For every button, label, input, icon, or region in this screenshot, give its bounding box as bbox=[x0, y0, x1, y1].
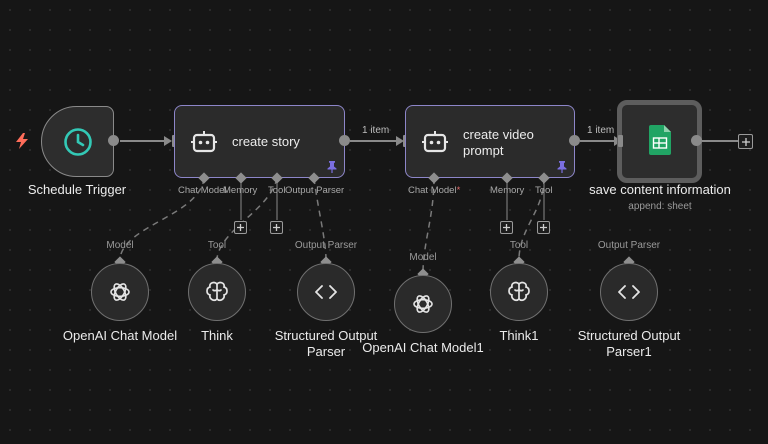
plus-icon bbox=[273, 224, 280, 231]
brain-icon bbox=[206, 281, 228, 302]
plus-icon bbox=[540, 224, 547, 231]
robot-icon bbox=[422, 131, 448, 153]
brain-icon bbox=[508, 281, 530, 302]
story-output-port[interactable] bbox=[339, 135, 350, 146]
create-video-title-line2: prompt bbox=[463, 143, 504, 158]
openai-icon bbox=[413, 295, 433, 313]
add-next-node-button[interactable] bbox=[738, 134, 753, 149]
pin-icon bbox=[327, 161, 337, 173]
think1-node[interactable] bbox=[490, 263, 548, 321]
save-content-subtitle: append: sheet bbox=[628, 201, 692, 212]
tool-port-label: Tool bbox=[207, 240, 227, 251]
tool-port-label: Tool bbox=[268, 185, 286, 196]
sheet-output-port[interactable] bbox=[691, 135, 702, 146]
add-memory-button[interactable] bbox=[500, 221, 513, 234]
tool-port-label: Tool bbox=[535, 185, 553, 196]
add-tool-button[interactable] bbox=[270, 221, 283, 234]
pin-icon bbox=[557, 161, 567, 173]
connection-chat-model-1 bbox=[119, 177, 205, 259]
required-marker: * bbox=[456, 185, 461, 196]
openai-chat-model-node[interactable] bbox=[91, 263, 149, 321]
edge-item-count: 1 item bbox=[587, 125, 615, 136]
model-port-label: Model bbox=[409, 252, 437, 263]
structured-output-parser-label-2: Parser bbox=[306, 344, 346, 359]
add-tool-button[interactable] bbox=[537, 221, 550, 234]
save-content-label: save content information bbox=[589, 182, 731, 197]
memory-port-label: Memory bbox=[490, 185, 525, 196]
clock-icon bbox=[64, 128, 92, 156]
add-memory-button[interactable] bbox=[234, 221, 247, 234]
structured-output-parser-node[interactable] bbox=[297, 263, 355, 321]
chat-model-port-label: Chat Model* bbox=[408, 185, 461, 196]
think-label: Think bbox=[201, 328, 233, 343]
sheet-input-port[interactable] bbox=[618, 135, 623, 147]
plus-icon bbox=[503, 224, 510, 231]
connection-tool-1 bbox=[216, 177, 278, 259]
create-story-node[interactable]: create story bbox=[174, 105, 345, 178]
structured-output-parser-label-1: Structured Output bbox=[274, 328, 378, 343]
schedule-trigger-node[interactable] bbox=[41, 106, 114, 177]
openai-chat-model-label: OpenAI Chat Model bbox=[62, 328, 178, 343]
connection-chat-model-2 bbox=[422, 177, 435, 271]
openai-chat-model1-label: OpenAI Chat Model1 bbox=[362, 340, 484, 355]
create-video-prompt-node[interactable]: create video prompt bbox=[405, 105, 575, 178]
code-icon bbox=[315, 285, 337, 299]
tool-port-label: Tool bbox=[509, 240, 529, 251]
plus-icon bbox=[741, 137, 750, 146]
trigger-output-port[interactable] bbox=[108, 135, 119, 146]
model-port-label: Model bbox=[106, 240, 134, 251]
create-video-title-line1: create video bbox=[463, 127, 534, 142]
save-content-node[interactable] bbox=[617, 100, 702, 183]
think1-label: Think1 bbox=[499, 328, 539, 343]
chat-model-port-label: Chat Model bbox=[178, 185, 227, 196]
output-parser-port-label: Output Parser bbox=[285, 185, 345, 196]
structured-output-parser1-label-1: Structured Output bbox=[577, 328, 681, 343]
video-output-port[interactable] bbox=[569, 135, 580, 146]
openai-chat-model1-node[interactable] bbox=[394, 275, 452, 333]
structured-output-parser1-node[interactable] bbox=[600, 263, 658, 321]
memory-port-label: Memory bbox=[223, 185, 258, 196]
edge-item-count: 1 item bbox=[362, 125, 390, 136]
openai-icon bbox=[110, 283, 130, 301]
plus-icon bbox=[237, 224, 244, 231]
output-parser-port-label: Output Parser bbox=[294, 240, 358, 251]
output-parser-port-label: Output Parser bbox=[597, 240, 661, 251]
code-icon bbox=[618, 285, 640, 299]
lightning-icon bbox=[16, 133, 28, 149]
google-sheets-icon bbox=[649, 125, 671, 155]
create-story-title: create story bbox=[232, 134, 300, 149]
think-node[interactable] bbox=[188, 263, 246, 321]
robot-icon bbox=[191, 131, 217, 153]
structured-output-parser1-label-2: Parser1 bbox=[606, 344, 652, 359]
schedule-trigger-label: Schedule Trigger bbox=[27, 182, 127, 197]
